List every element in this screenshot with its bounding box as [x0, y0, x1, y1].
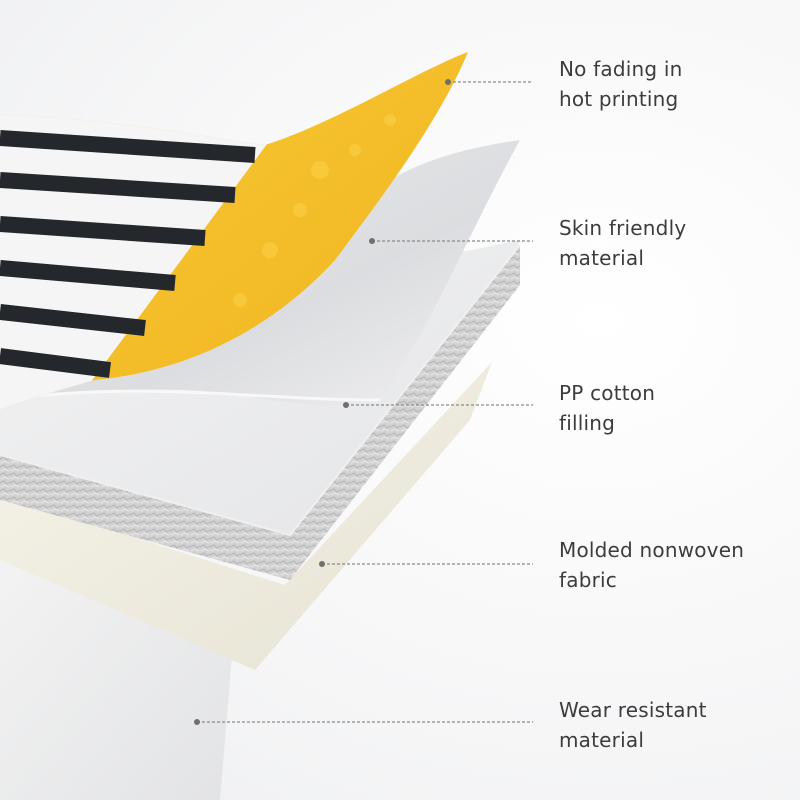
nonwoven-fabric-layer — [0, 362, 492, 670]
leader-dot-wear-resistant — [194, 719, 200, 725]
callout-line-2: material — [559, 246, 645, 270]
callout-line-1: Skin friendly — [559, 216, 687, 240]
wear-resistant-layer — [0, 520, 235, 800]
leader-lines — [197, 81, 533, 723]
callout-pp-cotton: PP cotton filling — [559, 378, 794, 438]
leader-dot-nonwoven — [319, 561, 325, 567]
leader-dot-no-fading — [445, 79, 451, 85]
callout-line-1: Molded nonwoven — [559, 538, 745, 562]
skin-friendly-layer — [0, 140, 520, 406]
callout-wear-resistant: Wear resistant material — [559, 695, 794, 755]
pp-cotton-foam-edge-front — [0, 455, 290, 580]
callout-line-2: filling — [559, 411, 616, 435]
callout-line-2: fabric — [559, 568, 617, 592]
stripe-pattern — [0, 110, 396, 410]
leader-dot-pp-cotton — [343, 402, 349, 408]
callout-line-1: PP cotton — [559, 381, 656, 405]
callout-nonwoven: Molded nonwoven fabric — [559, 535, 794, 595]
callout-line-2: hot printing — [559, 87, 679, 111]
callout-skin-friendly: Skin friendly material — [559, 213, 794, 273]
callout-line-1: Wear resistant — [559, 698, 707, 722]
leader-dots — [194, 79, 451, 725]
callout-line-2: material — [559, 728, 645, 752]
callout-line-1: No fading in — [559, 57, 683, 81]
callout-no-fading: No fading in hot printing — [559, 54, 794, 114]
pp-cotton-foam-edge-side — [290, 245, 520, 580]
leader-dot-skin-friendly — [369, 238, 375, 244]
